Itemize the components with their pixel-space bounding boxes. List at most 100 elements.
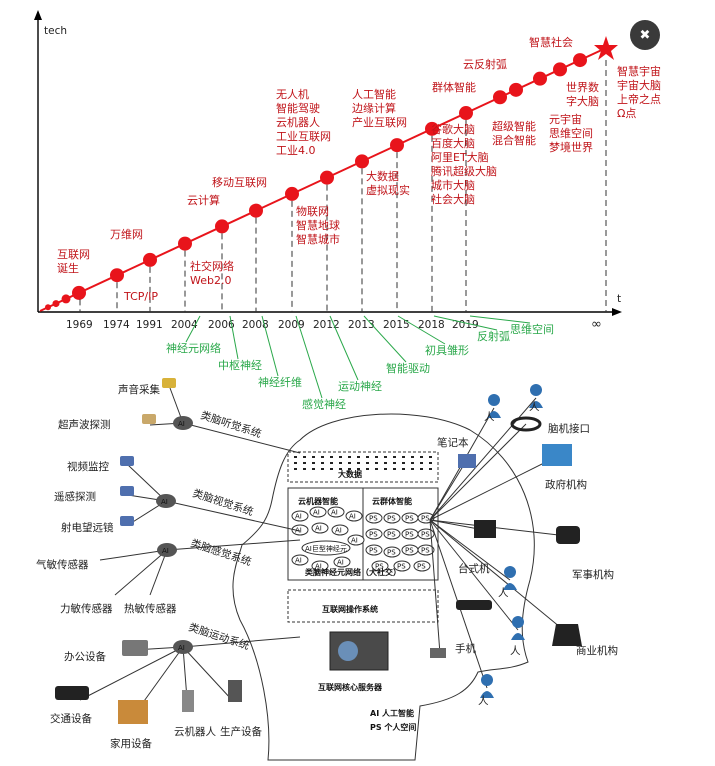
- left-input-label: 力敏传感器: [60, 602, 113, 615]
- milestone-label: 社会大脑: [431, 192, 475, 206]
- milestone-dot: [509, 82, 523, 97]
- milestone-label: 物联网: [296, 204, 329, 218]
- milestone-dot: [573, 53, 587, 68]
- milestone-dot: [45, 304, 51, 311]
- ps-node-label: PS: [405, 531, 414, 539]
- milestone-label: 云计算: [187, 193, 220, 207]
- money-bag-icon: [552, 624, 582, 646]
- device-icon: [142, 414, 156, 424]
- milestone-label: 智慧宇宙: [617, 64, 661, 78]
- left-input-label: 办公设备: [64, 650, 106, 663]
- right-item-label: 人: [510, 645, 521, 657]
- os-label: 互联网操作系统: [322, 604, 378, 614]
- brain-stage-label: 智能驱动: [386, 361, 430, 375]
- laptop-icon: [458, 454, 476, 468]
- milestone-label: Ω点: [617, 107, 636, 120]
- right-item-label: 政府机构: [545, 478, 587, 491]
- right-item-label: 手机: [455, 642, 476, 655]
- close-icon[interactable]: ✖: [630, 20, 660, 50]
- ai-node-label: AI: [351, 537, 358, 545]
- right-item-label: 商业机构: [576, 644, 618, 657]
- milestone-label: 大数据: [366, 169, 399, 183]
- brain-stage-label: 中枢神经: [218, 358, 262, 372]
- ai-hub-label: AI: [178, 420, 185, 428]
- big-data-box: [287, 451, 439, 483]
- right-item-label: 人: [478, 695, 489, 707]
- person-icon: [512, 616, 524, 628]
- bci-icon: [510, 416, 542, 432]
- year-label: 2008: [242, 319, 269, 331]
- milestone-label: 谷歌大脑: [431, 122, 475, 136]
- y-axis-label: tech: [44, 25, 67, 37]
- milestone-label: 社交网络: [190, 259, 234, 273]
- military-icon: [556, 526, 580, 544]
- cloud-robot-label: 云机器智能: [298, 496, 338, 506]
- right-item-label: 人: [484, 411, 495, 423]
- left-inputs: 声音采集超声波探测视频监控遥感探测射电望远镜气敏传感器力敏传感器热敏传感器办公设…: [36, 378, 262, 750]
- milestone-label: 智慧社会: [529, 35, 573, 49]
- ps-node-label: PS: [417, 563, 426, 571]
- milestone-dot: [215, 219, 229, 234]
- big-data-dots: [294, 456, 432, 470]
- milestone-dot: [110, 268, 124, 283]
- ai-node-label: AI: [349, 513, 356, 521]
- milestone-label: 群体智能: [432, 80, 476, 94]
- milestone-label: 世界数: [566, 81, 599, 94]
- milestone-dot: [320, 170, 334, 185]
- brain-stage-label: 神经纤维: [258, 375, 302, 389]
- milestone-label: 智能驾驶: [276, 101, 320, 115]
- head-outline: [232, 413, 535, 761]
- device-icon: [162, 378, 176, 388]
- right-item-label: 台式机: [458, 562, 490, 575]
- ps-node-label: PS: [387, 549, 396, 557]
- car-icon: [55, 686, 89, 700]
- left-input-label: 声音采集: [118, 383, 160, 396]
- left-connectors: [79, 387, 301, 716]
- left-input-label: 视频监控: [67, 460, 109, 473]
- year-label: 2004: [171, 319, 198, 331]
- year-label: 1991: [136, 319, 163, 331]
- system-label: 类脑感觉系统: [189, 536, 253, 568]
- ai-node-label: AI: [335, 527, 342, 535]
- milestone-label: 边缘计算: [352, 101, 396, 115]
- right-item-label: 人: [529, 401, 540, 413]
- ai-node-label: AI: [295, 557, 302, 565]
- desktop-icon: [474, 520, 496, 538]
- brain-stage-label: 初具雏形: [425, 343, 469, 357]
- ps-node-label: PS: [405, 515, 414, 523]
- milestone-dot: [52, 300, 60, 308]
- milestone-label: 城市大脑: [431, 178, 475, 192]
- milestone-label: 腾讯超级大脑: [431, 164, 497, 178]
- infinity-label: ∞: [591, 317, 602, 332]
- milestone-dot: [355, 154, 369, 169]
- year-label: 1969: [66, 319, 93, 331]
- brain-stage-label: 感觉神经: [302, 397, 346, 411]
- right-items: 人人笔记本脑机接口政府机构台式机人军事机构人手机商业机构人: [430, 384, 618, 707]
- milestone-label: Web2.0: [190, 274, 231, 287]
- milestone-label: 产业互联网: [352, 115, 407, 129]
- ps-node-label: PS: [387, 515, 396, 523]
- ps-node-label: PS: [421, 515, 430, 523]
- milestone-dot: [249, 203, 263, 218]
- milestone-label: 混合智能: [492, 133, 536, 147]
- milestone-label: 阿里ET大脑: [431, 150, 489, 164]
- neural-net-label: 类脑神经元网络（大社交）: [305, 567, 401, 577]
- milestone-dot: [178, 236, 192, 251]
- person-icon: [488, 394, 500, 406]
- left-input-label: 生产设备: [220, 725, 262, 738]
- printer-icon: [122, 640, 148, 656]
- milestone-label: 云反射弧: [463, 57, 507, 71]
- core-server-label: 互联网核心服务器: [318, 682, 383, 692]
- ps-node-label: PS: [421, 547, 430, 555]
- vr-glasses-icon: [456, 600, 492, 610]
- brain-stage-label: 思维空间: [510, 322, 554, 336]
- os-box: [287, 589, 439, 623]
- year-label: 2018: [418, 319, 445, 331]
- ai-node-label: AI: [315, 525, 322, 533]
- brain-stage-label: 反射弧: [477, 329, 510, 343]
- milestone-label: 无人机: [276, 87, 309, 101]
- left-input-label: 气敏传感器: [36, 558, 89, 571]
- legend-ai: AI 人工智能: [370, 708, 414, 718]
